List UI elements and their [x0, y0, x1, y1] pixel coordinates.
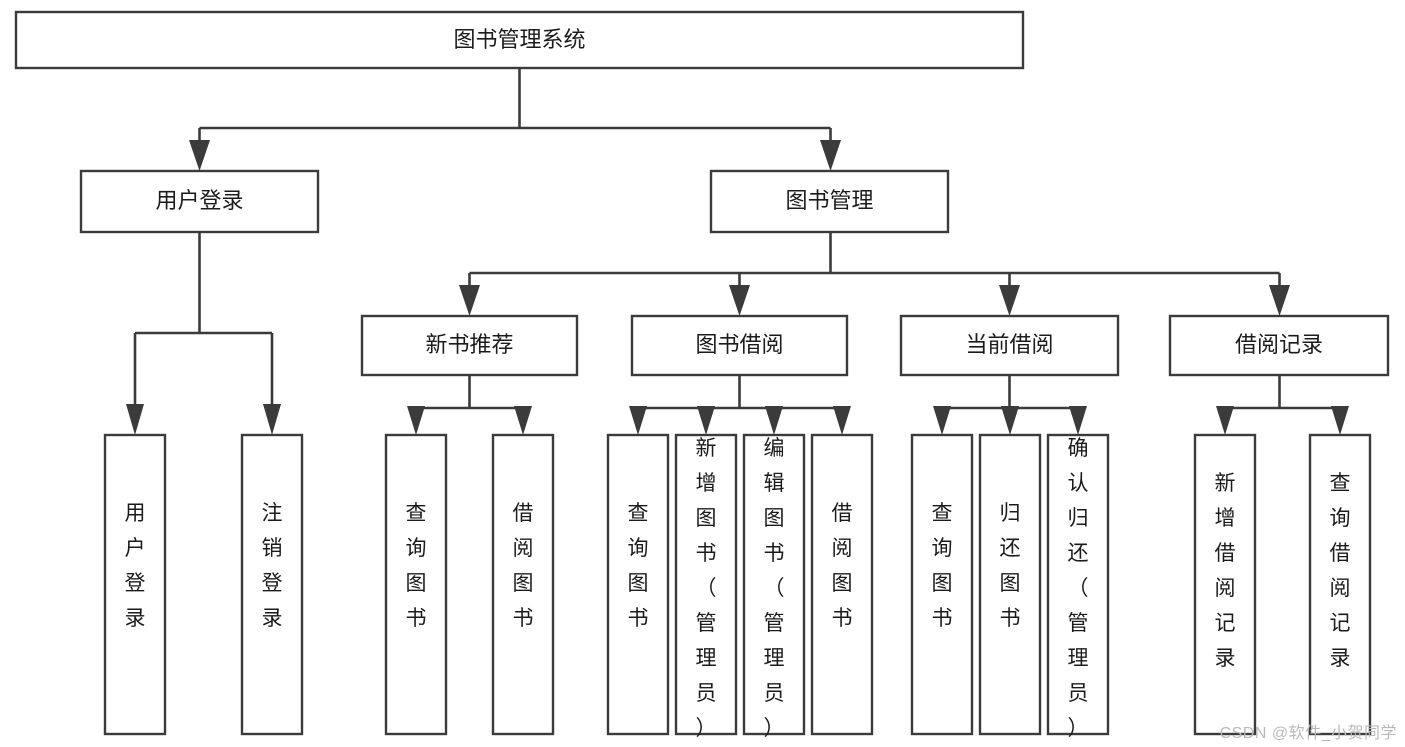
node-current-borrow-label: 当前借阅 [965, 332, 1053, 357]
arrow-head-book-borrow [729, 285, 750, 316]
node-leaf-edit-book-box[interactable] [742, 433, 806, 736]
node-user-login-label: 用户登录 [155, 188, 243, 213]
node-book-manage[interactable]: 图书管理 [709, 169, 950, 234]
node-current-borrow[interactable]: 当前借阅 [899, 314, 1120, 377]
node-leaf-confirm-return-box[interactable] [1046, 433, 1110, 736]
arrow-head-leaf-query-book-3 [933, 406, 951, 435]
node-leaf-query-book-1-box[interactable] [384, 433, 448, 736]
node-book-manage-box[interactable] [709, 169, 950, 234]
arrow-head-leaf-edit-book [765, 406, 783, 435]
connector-group-current-borrow [933, 375, 1087, 435]
connector-group-borrow-record [1216, 375, 1349, 435]
node-leaf-return-book-label: 归还图书 [1000, 502, 1021, 630]
arrow-head-leaf-query-book-2 [629, 406, 647, 435]
node-leaf-confirm-return[interactable]: 确认归还（管理员） [1046, 433, 1110, 740]
arrow-head-leaf-borrow-book-1 [514, 406, 532, 435]
node-leaf-borrow-book-2[interactable]: 借阅图书 [810, 433, 874, 736]
node-leaf-user-login-box[interactable] [103, 433, 167, 736]
node-book-manage-label: 图书管理 [785, 188, 873, 213]
node-leaf-query-book-2[interactable]: 查询图书 [606, 433, 670, 736]
arrow-head-leaf-query-record [1331, 406, 1349, 435]
node-leaf-borrow-book-1-box[interactable] [491, 433, 555, 736]
node-leaf-add-book-box[interactable] [674, 433, 738, 736]
arrow-head-leaf-add-book [697, 406, 715, 435]
node-leaf-confirm-return-label: 确认归还（管理员） [1068, 437, 1089, 740]
node-leaf-query-record[interactable]: 查询借阅记录 [1308, 433, 1372, 736]
node-borrow-record[interactable]: 借阅记录 [1168, 314, 1390, 377]
node-leaf-query-book-3[interactable]: 查询图书 [910, 433, 974, 736]
node-leaf-add-record[interactable]: 新增借阅记录 [1193, 433, 1257, 736]
node-leaf-add-book[interactable]: 新增图书（管理员） [674, 433, 738, 740]
arrow-head-leaf-user-logout [263, 404, 281, 435]
connector-group-book-manage [459, 232, 1290, 316]
node-new-book-recommend-box[interactable] [360, 314, 579, 377]
arrow-head-leaf-add-record [1216, 406, 1234, 435]
node-leaf-query-book-1-label: 查询图书 [406, 502, 427, 630]
node-leaf-user-logout-box[interactable] [240, 433, 304, 736]
node-leaf-borrow-book-2-label: 借阅图书 [832, 502, 853, 630]
node-leaf-add-record-label: 新增借阅记录 [1215, 472, 1236, 670]
arrow-head-leaf-query-book-1 [407, 406, 425, 435]
node-book-borrow-box[interactable] [630, 314, 849, 377]
node-new-book-recommend-label: 新书推荐 [425, 332, 513, 357]
node-user-login-box[interactable] [79, 169, 320, 234]
node-borrow-record-box[interactable] [1168, 314, 1390, 377]
node-book-borrow[interactable]: 图书借阅 [630, 314, 849, 377]
arrow-head-leaf-confirm-return [1069, 406, 1087, 435]
node-leaf-return-book-box[interactable] [978, 433, 1042, 736]
node-leaf-query-book-3-label: 查询图书 [932, 502, 953, 630]
arrow-head-current-borrow [999, 285, 1020, 316]
arrow-head-new-book-recommend [459, 285, 480, 316]
connector-group-book-borrow [629, 375, 851, 435]
node-borrow-record-label: 借阅记录 [1235, 332, 1323, 357]
node-leaf-query-book-1[interactable]: 查询图书 [384, 433, 448, 736]
node-leaf-query-book-3-box[interactable] [910, 433, 974, 736]
arrow-head-user-login [189, 140, 210, 171]
node-leaf-edit-book-label: 编辑图书（管理员） [764, 437, 785, 740]
node-leaf-user-logout[interactable]: 注销登录 [240, 433, 304, 736]
connector-group-new-book-recommend [407, 375, 532, 435]
arrow-head-leaf-borrow-book-2 [833, 406, 851, 435]
node-leaf-return-book[interactable]: 归还图书 [978, 433, 1042, 736]
node-book-borrow-label: 图书借阅 [695, 332, 783, 357]
arrow-head-leaf-return-book [1001, 406, 1019, 435]
node-leaf-borrow-book-2-box[interactable] [810, 433, 874, 736]
node-root[interactable]: 图书管理系统 [14, 10, 1025, 70]
node-root-box[interactable] [14, 10, 1025, 70]
node-leaf-user-logout-label: 注销登录 [262, 502, 283, 630]
node-leaf-borrow-book-1[interactable]: 借阅图书 [491, 433, 555, 736]
node-leaf-add-record-box[interactable] [1193, 433, 1257, 736]
connector-group-user-login [126, 232, 281, 435]
node-new-book-recommend[interactable]: 新书推荐 [360, 314, 579, 377]
node-leaf-query-book-2-box[interactable] [606, 433, 670, 736]
node-leaf-edit-book[interactable]: 编辑图书（管理员） [742, 433, 806, 740]
node-leaf-borrow-book-1-label: 借阅图书 [513, 502, 534, 630]
arrow-head-book-manage [820, 140, 841, 171]
node-root-label: 图书管理系统 [453, 27, 585, 52]
node-leaf-add-book-label: 新增图书（管理员） [696, 437, 717, 740]
node-current-borrow-box[interactable] [899, 314, 1120, 377]
node-user-login[interactable]: 用户登录 [79, 169, 320, 234]
node-leaf-query-record-label: 查询借阅记录 [1330, 472, 1351, 670]
connector-group-root [189, 68, 841, 171]
node-leaf-query-book-2-label: 查询图书 [628, 502, 649, 630]
node-leaf-user-login-label: 用户登录 [125, 502, 146, 630]
node-leaf-user-login[interactable]: 用户登录 [103, 433, 167, 736]
arrow-head-borrow-record [1269, 285, 1290, 316]
arrow-head-leaf-user-login [126, 404, 144, 435]
node-leaf-query-record-box[interactable] [1308, 433, 1372, 736]
